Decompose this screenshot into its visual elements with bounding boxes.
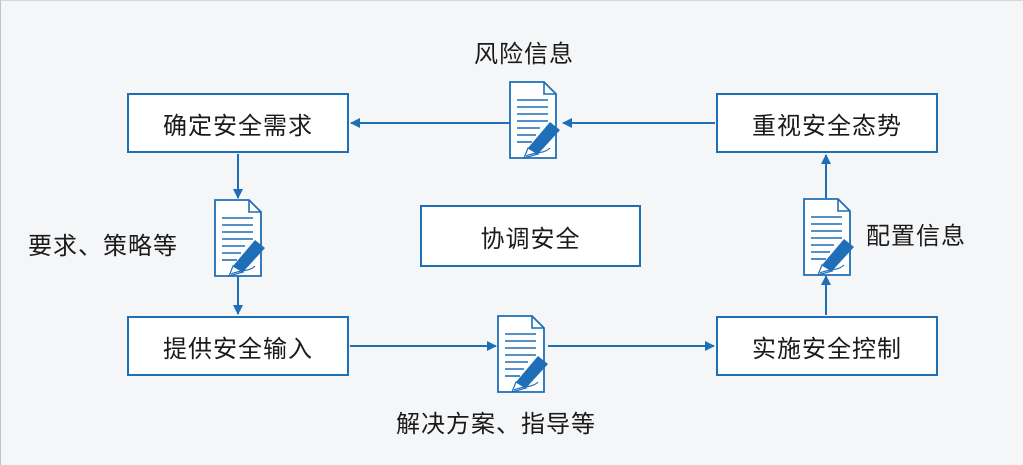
pen-icon xyxy=(816,239,854,276)
pen-icon xyxy=(522,122,560,159)
implement-security-control-box: 实施安全控制 xyxy=(716,316,938,376)
pen-icon xyxy=(510,356,548,393)
provide-security-input-box: 提供安全输入 xyxy=(127,316,349,376)
solution-document-icon xyxy=(497,315,548,393)
security-posture-box: 重视安全态势 xyxy=(716,93,938,153)
solutions-guidance-label: 解决方案、指导等 xyxy=(396,410,596,438)
risk-info-label: 风险信息 xyxy=(474,40,574,68)
coordinate-security-box: 协调安全 xyxy=(420,205,641,267)
determine-requirements-box: 确定安全需求 xyxy=(127,93,349,153)
config-info-label: 配置信息 xyxy=(866,222,966,250)
requirements-policies-label: 要求、策略等 xyxy=(28,232,178,260)
risk-document-icon xyxy=(509,81,560,159)
pen-icon xyxy=(227,240,265,277)
requirements-document-icon xyxy=(214,199,265,277)
config-document-icon xyxy=(803,198,854,276)
